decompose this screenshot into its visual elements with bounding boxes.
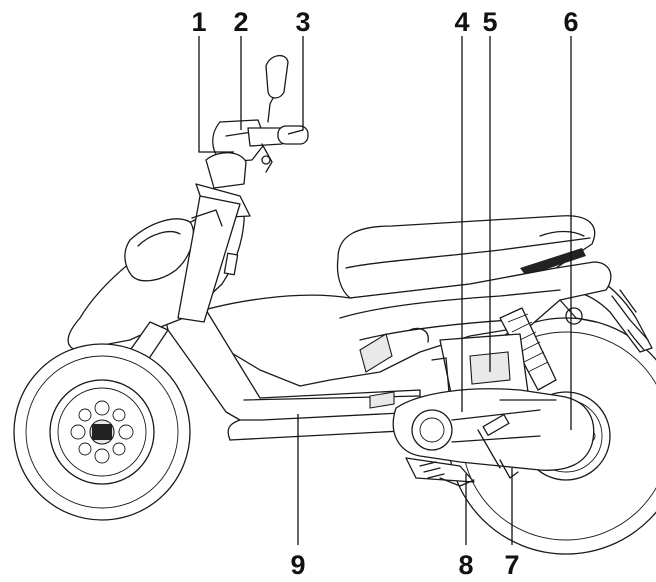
callout-9: 9 xyxy=(290,550,305,580)
callout-6: 6 xyxy=(563,7,578,37)
front-wheel xyxy=(13,343,191,521)
handlebar-assembly xyxy=(205,55,309,189)
callout-7: 7 xyxy=(504,550,519,580)
kickstand-area xyxy=(405,457,519,487)
leader-3 xyxy=(287,36,304,135)
callout-labels: 1 2 3 4 5 6 7 8 9 xyxy=(191,7,578,580)
transmission-case xyxy=(392,388,595,471)
floorboard xyxy=(159,295,421,441)
callout-5: 5 xyxy=(482,7,497,37)
callout-leaders xyxy=(198,36,572,545)
callout-1: 1 xyxy=(191,7,206,37)
seat xyxy=(336,215,596,299)
callout-3: 3 xyxy=(295,7,310,37)
leader-1 xyxy=(198,36,234,153)
callout-4: 4 xyxy=(454,7,469,37)
callout-8: 8 xyxy=(458,550,473,580)
front-shield xyxy=(67,183,251,351)
callout-2: 2 xyxy=(233,7,248,37)
rear-shock xyxy=(499,307,557,391)
